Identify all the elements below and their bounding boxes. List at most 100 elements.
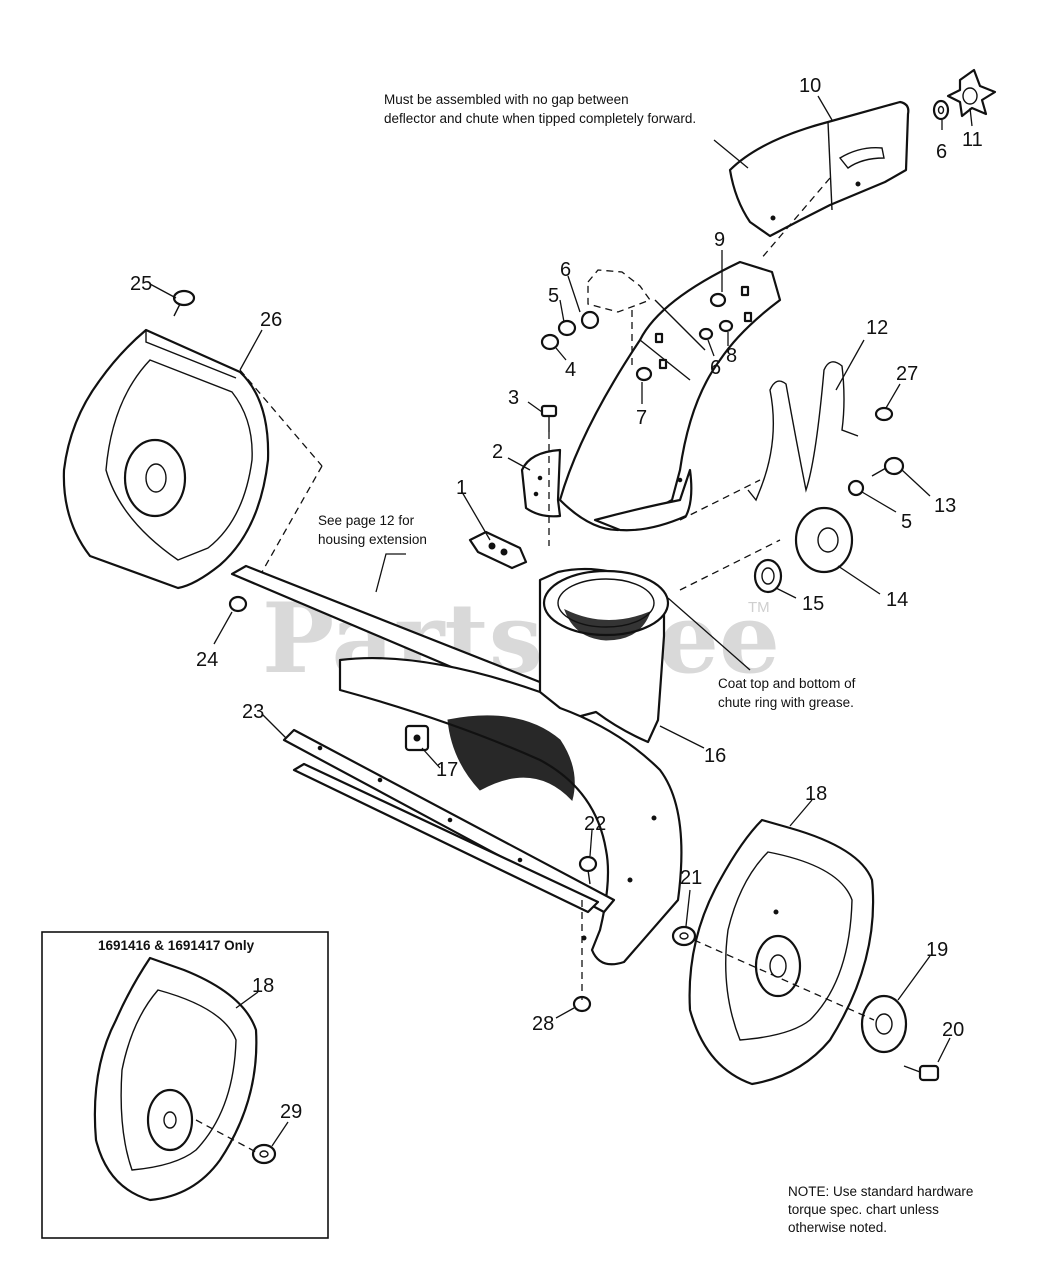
clip-part-17 bbox=[404, 724, 430, 752]
callout-6-mid: 6 bbox=[710, 357, 721, 379]
leader-11 bbox=[969, 107, 973, 127]
bushing-part-29 bbox=[251, 1143, 277, 1165]
leader-24 bbox=[213, 611, 233, 645]
leader-13 bbox=[901, 469, 931, 497]
callout-26: 26 bbox=[260, 309, 282, 331]
watermark-trademark: TM bbox=[748, 599, 770, 616]
callout-9: 9 bbox=[714, 229, 725, 251]
side-plate-part-26 bbox=[62, 328, 270, 590]
leader-note-grease bbox=[667, 597, 751, 671]
align-line-spring bbox=[679, 479, 761, 521]
leader-18-inset bbox=[235, 991, 259, 1009]
leader-note-deflector bbox=[713, 139, 749, 169]
leader-6-mid bbox=[707, 339, 715, 357]
leader-16 bbox=[659, 725, 705, 749]
callout-18-right: 18 bbox=[805, 783, 827, 805]
bolt-part-3 bbox=[540, 404, 558, 432]
washer-part-5-right bbox=[847, 479, 865, 497]
knob-part-11 bbox=[946, 68, 997, 118]
leader-3 bbox=[527, 401, 543, 413]
washer-part-6-left bbox=[580, 310, 600, 330]
phantom-bracket bbox=[587, 269, 652, 313]
align-line-26 bbox=[239, 369, 323, 467]
clip-part-1 bbox=[468, 530, 528, 570]
callout-18-inset: 18 bbox=[252, 975, 274, 997]
side-plate-part-18 bbox=[688, 818, 875, 1086]
leader-23 bbox=[261, 713, 287, 739]
callout-15: 15 bbox=[802, 593, 824, 615]
align-line-10 bbox=[759, 177, 831, 261]
bolt-part-13 bbox=[871, 456, 905, 477]
chute-ring-part-2 bbox=[520, 448, 693, 532]
callout-25: 25 bbox=[130, 273, 152, 295]
note-grease-line1: Coat top and bottom of bbox=[718, 676, 856, 691]
bushing-part-21 bbox=[671, 925, 697, 947]
deflector-part-10 bbox=[728, 100, 910, 238]
note-housing-line2: housing extension bbox=[318, 532, 427, 547]
callout-29: 29 bbox=[280, 1101, 302, 1123]
callout-21: 21 bbox=[680, 867, 702, 889]
leader-12 bbox=[835, 339, 865, 391]
nut-part-24 bbox=[228, 595, 248, 613]
align-line-26b bbox=[261, 465, 323, 573]
callout-3: 3 bbox=[508, 387, 519, 409]
align-line-14 bbox=[679, 539, 781, 591]
leader-22 bbox=[589, 829, 593, 857]
leader-21 bbox=[685, 889, 691, 927]
note-housing-line1: See page 12 for bbox=[318, 513, 415, 528]
leader-25 bbox=[149, 283, 177, 299]
callout-6-top: 6 bbox=[936, 141, 947, 163]
washer-part-5-left bbox=[557, 319, 577, 337]
leader-29 bbox=[271, 1121, 289, 1147]
callout-5-right: 5 bbox=[901, 511, 912, 533]
callout-27: 27 bbox=[896, 363, 918, 385]
leader-20 bbox=[937, 1037, 951, 1063]
leader-19 bbox=[897, 955, 931, 1001]
callout-14: 14 bbox=[886, 589, 908, 611]
leader-17 bbox=[421, 747, 441, 769]
callout-16: 16 bbox=[704, 745, 726, 767]
callout-28: 28 bbox=[532, 1013, 554, 1035]
leader-6-left bbox=[567, 275, 581, 313]
note-hardware-line2: torque spec. chart unless bbox=[788, 1202, 939, 1217]
note-hardware-line1: NOTE: Use standard hardware bbox=[788, 1184, 973, 1199]
leader-1 bbox=[461, 491, 491, 541]
leader-27 bbox=[885, 383, 901, 409]
note-deflector-line1: Must be assembled with no gap between bbox=[384, 92, 629, 107]
housing-part-16 bbox=[230, 564, 683, 966]
callout-2: 2 bbox=[492, 441, 503, 463]
callout-13: 13 bbox=[934, 495, 956, 517]
nut-part-4 bbox=[540, 333, 560, 351]
callout-22: 22 bbox=[584, 813, 606, 835]
washer-part-6-top bbox=[932, 99, 950, 121]
callout-19: 19 bbox=[926, 939, 948, 961]
flange-part-19 bbox=[860, 994, 908, 1054]
callout-7: 7 bbox=[636, 407, 647, 429]
spring-part-12 bbox=[747, 361, 859, 502]
leader-5-left bbox=[559, 299, 565, 323]
callout-20: 20 bbox=[942, 1019, 964, 1041]
inset-side-plate-part-18 bbox=[93, 956, 258, 1202]
leader-14 bbox=[837, 565, 881, 595]
leader-5-right bbox=[861, 491, 897, 513]
leader-10 bbox=[817, 95, 833, 121]
callout-24: 24 bbox=[196, 649, 218, 671]
bearing-plate-part-14 bbox=[794, 506, 854, 574]
bearing-part-15 bbox=[753, 558, 783, 594]
leader-2 bbox=[507, 457, 531, 471]
callout-12: 12 bbox=[866, 317, 888, 339]
leader-4 bbox=[555, 347, 567, 361]
note-grease-line2: chute ring with grease. bbox=[718, 695, 854, 710]
callout-4: 4 bbox=[565, 359, 576, 381]
chute-part-9 bbox=[558, 260, 782, 532]
callout-1: 1 bbox=[456, 477, 467, 499]
leader-15 bbox=[775, 587, 797, 599]
leader-28 bbox=[555, 1007, 575, 1019]
leader-note-housing bbox=[375, 553, 406, 593]
callout-5-left: 5 bbox=[548, 285, 559, 307]
align-line-19 bbox=[693, 939, 875, 1021]
inset-box bbox=[41, 931, 329, 1239]
callout-8: 8 bbox=[726, 345, 737, 367]
bolt-part-22 bbox=[578, 855, 598, 885]
